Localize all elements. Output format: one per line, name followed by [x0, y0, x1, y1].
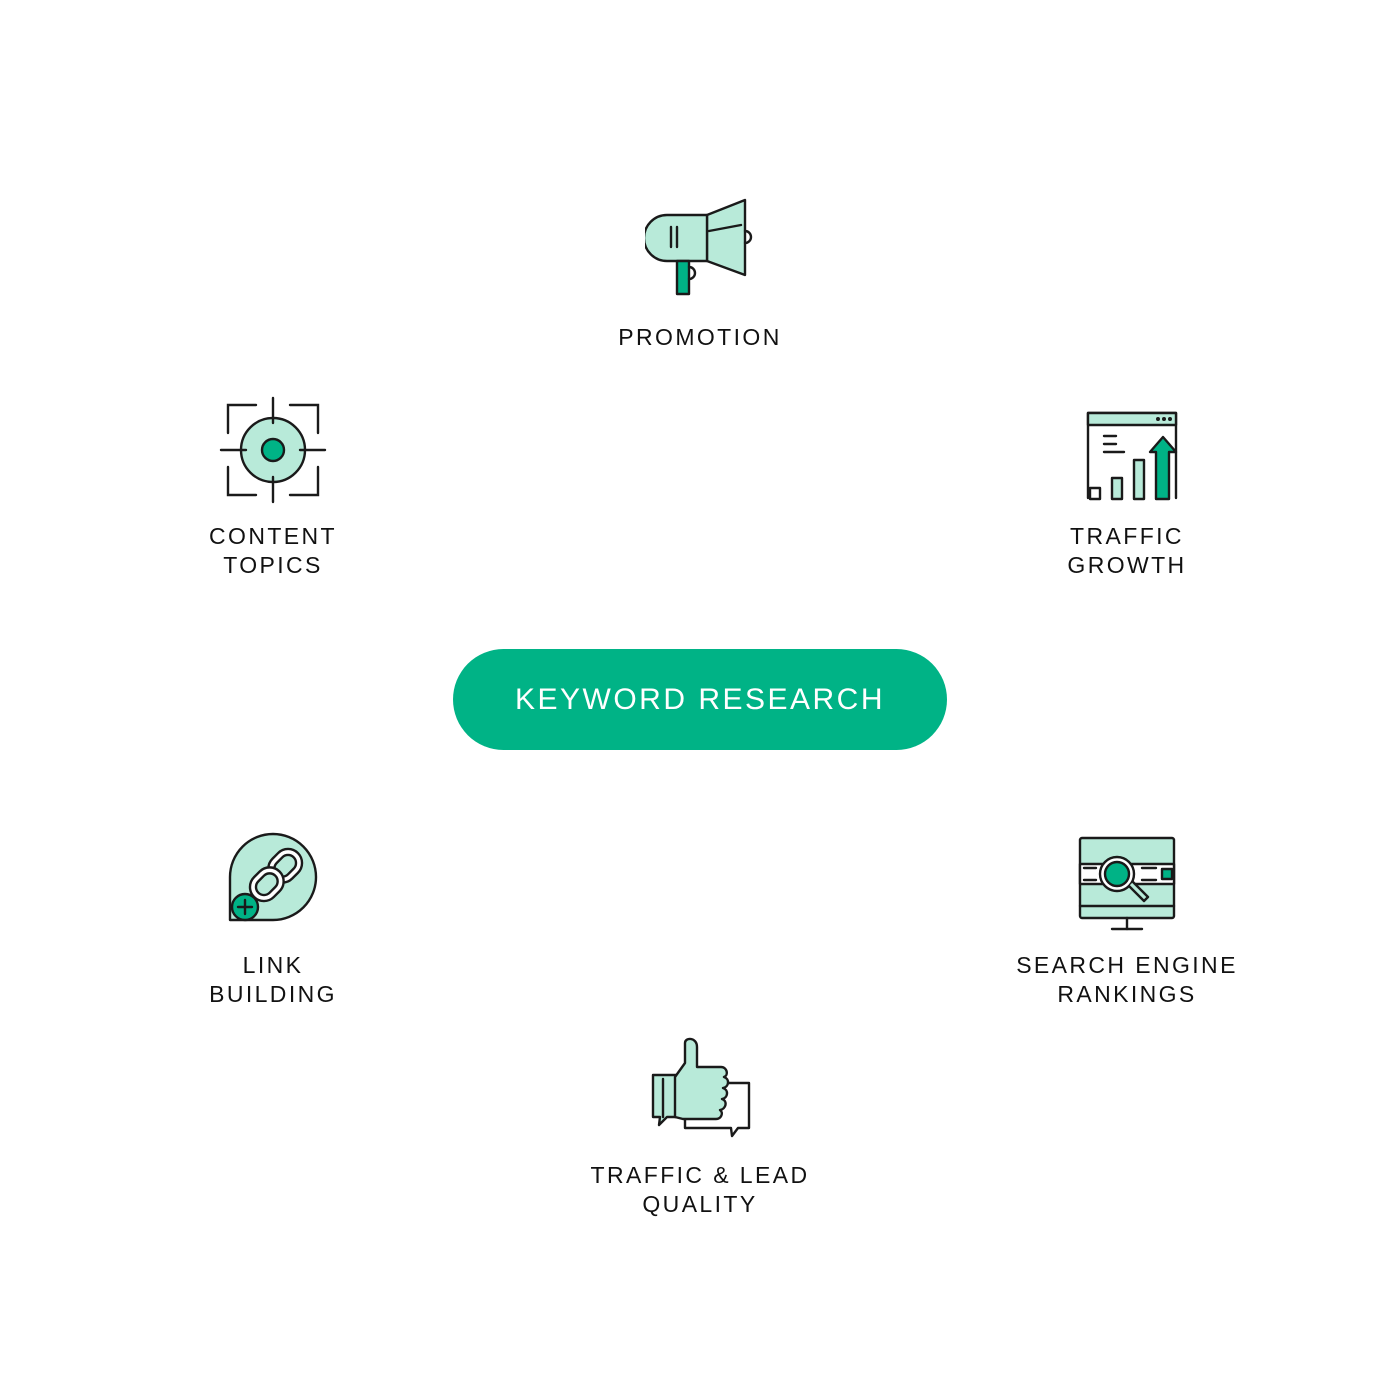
label-line-2: BUILDING — [209, 981, 337, 1007]
label-line-1: TRAFFIC & LEAD — [590, 1162, 810, 1188]
megaphone-icon — [645, 198, 753, 296]
center-node: KEYWORD RESEARCH — [453, 649, 947, 750]
label-line-1: LINK — [242, 952, 304, 978]
label-line-2: TOPICS — [223, 552, 323, 578]
node-label: TRAFFIC GROWTH — [977, 522, 1277, 580]
node-label: PROMOTION — [550, 323, 850, 352]
monitor-search-icon — [1078, 836, 1176, 931]
target-icon — [219, 396, 327, 504]
bar-growth-icon — [1086, 411, 1178, 501]
label-line-1: CONTENT — [209, 523, 337, 549]
label-line-2: QUALITY — [642, 1191, 758, 1217]
label-line-2: GROWTH — [1067, 552, 1187, 578]
link-add-icon — [228, 832, 318, 922]
thumbs-up-chat-icon — [651, 1037, 751, 1138]
node-label: SEARCH ENGINE RANKINGS — [977, 951, 1277, 1009]
center-label: KEYWORD RESEARCH — [514, 682, 886, 716]
label-line-1: PROMOTION — [618, 324, 782, 350]
label-line-1: SEARCH ENGINE — [1016, 952, 1238, 978]
node-label: CONTENT TOPICS — [123, 522, 423, 580]
node-label: TRAFFIC & LEAD QUALITY — [550, 1161, 850, 1219]
node-label: LINK BUILDING — [123, 951, 423, 1009]
label-line-2: RANKINGS — [1057, 981, 1197, 1007]
label-line-1: TRAFFIC — [1070, 523, 1184, 549]
